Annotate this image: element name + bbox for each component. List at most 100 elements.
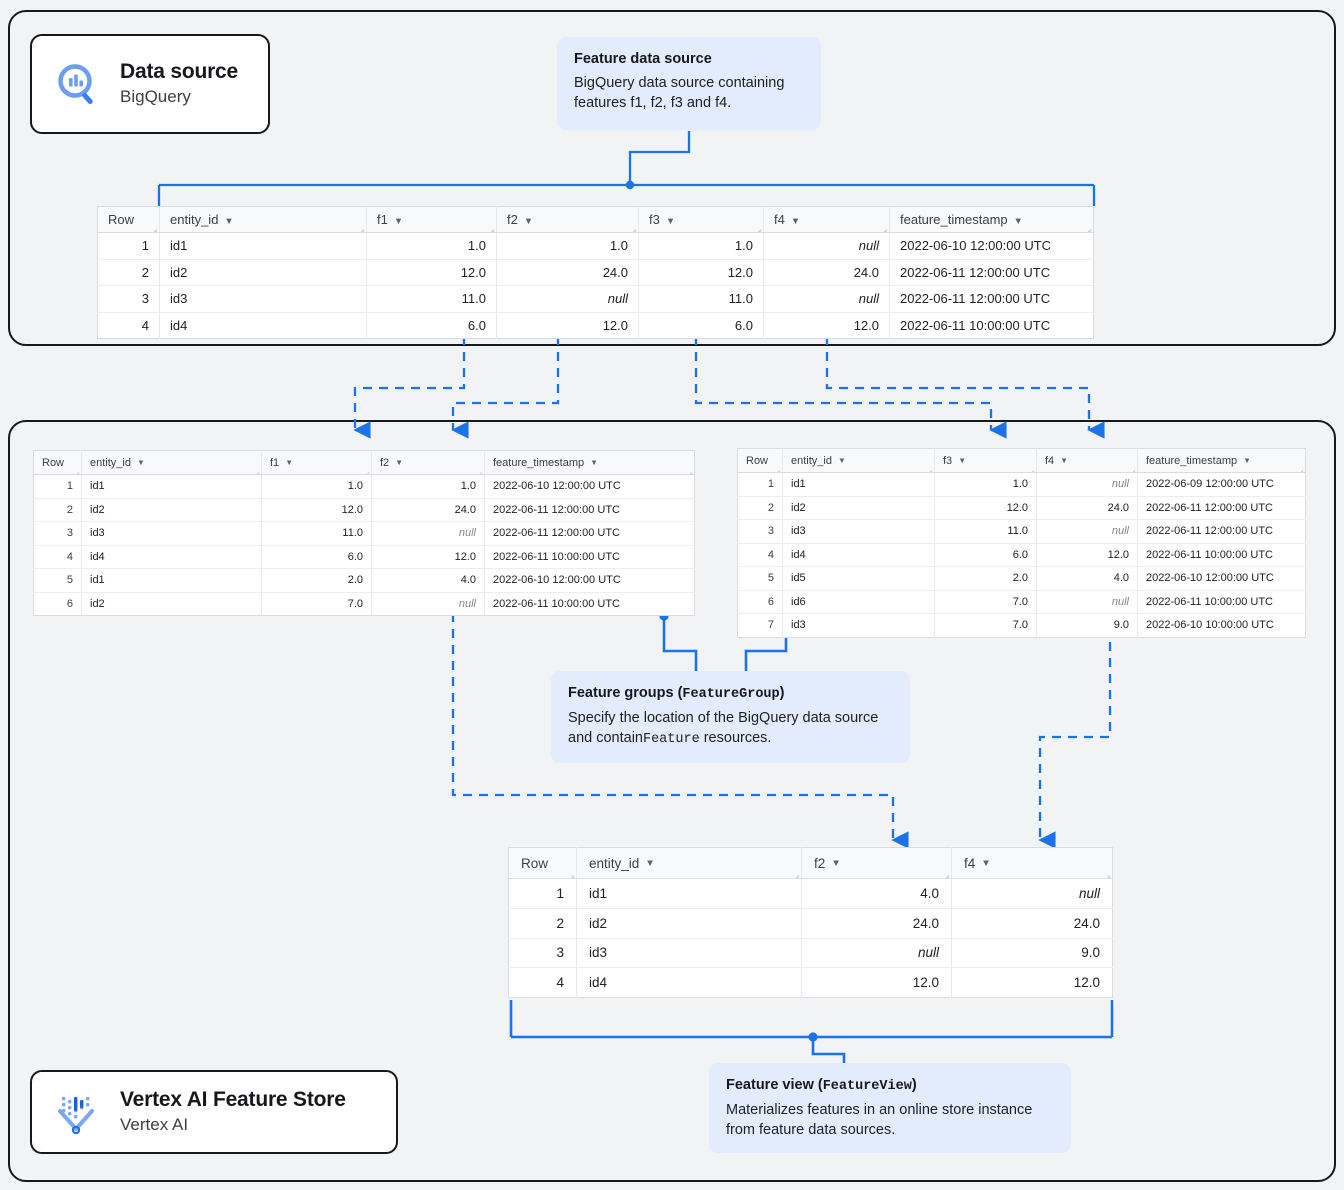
chevron-down-icon[interactable]: ▼ [136, 458, 145, 468]
chevron-down-icon[interactable]: ▼ [590, 458, 598, 468]
cell-value: 12.0 [763, 312, 890, 339]
column-header-label: entity_id [589, 855, 640, 871]
column-header-f2[interactable]: f2▼ [496, 206, 639, 233]
feature-groups-callout: Feature groups (FeatureGroup) Specify th… [551, 671, 910, 763]
chevron-down-icon[interactable]: ▼ [1013, 215, 1023, 226]
cell-value: 2022-06-11 10:00:00 UTC [900, 317, 1051, 333]
cell-value: 1.0 [638, 232, 764, 260]
column-resize-handle[interactable] [940, 868, 949, 877]
column-resize-handle[interactable] [772, 463, 780, 471]
column-header-row[interactable]: Row [97, 206, 160, 233]
column-header-f4[interactable]: f4 ▼ [763, 206, 890, 233]
cell-value: id1 [782, 472, 935, 497]
row-number: 2 [33, 498, 82, 522]
cell-value: 12.0 [496, 312, 639, 339]
column-header-f3[interactable]: f3 ▼ [934, 448, 1037, 473]
column-resize-handle[interactable] [684, 465, 692, 473]
column-resize-handle[interactable] [1127, 463, 1135, 471]
column-header-entity_id[interactable]: entity_id▼ [81, 450, 262, 475]
column-header-entity_id[interactable]: entity_id▼ [782, 448, 935, 473]
column-resize-handle[interactable] [355, 222, 364, 231]
column-resize-handle[interactable] [565, 868, 574, 877]
column-resize-handle[interactable] [251, 465, 259, 473]
column-resize-handle[interactable] [1101, 868, 1110, 877]
column-header-feature_timestamp[interactable]: feature_timestamp▼ [1137, 448, 1306, 473]
column-header-f4[interactable]: f4 ▼ [1036, 448, 1138, 473]
column-resize-handle[interactable] [790, 868, 799, 877]
row-number: 2 [737, 496, 783, 520]
cell-value: 2022-06-10 10:00:00 UTC [1146, 619, 1274, 632]
cell-value: 2022-06-10 12:00:00 UTC [484, 474, 695, 499]
cell-value: id2 [576, 908, 802, 939]
chevron-down-icon[interactable]: ▼ [958, 456, 967, 466]
cell-value: 6.0 [934, 543, 1037, 567]
column-header-f2[interactable]: f2▼ [371, 450, 485, 475]
chevron-down-icon[interactable]: ▼ [1060, 456, 1069, 466]
cell-value: 24.0 [1036, 496, 1138, 520]
column-header-row[interactable]: Row [737, 448, 783, 473]
cell-value: 1.0 [496, 232, 639, 260]
column-header-entity_id[interactable]: entity_id ▼ [576, 847, 802, 879]
column-resize-handle[interactable] [1295, 463, 1303, 471]
column-header-row[interactable]: Row [33, 450, 82, 475]
cell-value: id4 [576, 967, 802, 998]
column-header-f2[interactable]: f2▼ [801, 847, 952, 879]
chevron-down-icon[interactable]: ▼ [224, 215, 234, 226]
column-header-f1[interactable]: f1▼ [366, 206, 497, 233]
cell-value: 1.0 [934, 472, 1037, 497]
chevron-down-icon[interactable]: ▼ [665, 215, 676, 226]
cell-value: 4.0 [801, 878, 952, 909]
cell-value: id2 [782, 496, 935, 520]
column-resize-handle[interactable] [627, 222, 636, 231]
column-resize-handle[interactable] [474, 465, 482, 473]
row-number: 5 [737, 566, 783, 591]
callout-title-text: Feature view ( [726, 1077, 823, 1093]
column-resize-handle[interactable] [361, 465, 369, 473]
column-header-f1[interactable]: f1▼ [261, 450, 372, 475]
column-resize-handle[interactable] [485, 222, 494, 231]
cell-null: null [371, 592, 485, 616]
chevron-down-icon[interactable]: ▼ [523, 215, 534, 226]
chevron-down-icon[interactable]: ▼ [645, 858, 655, 870]
column-resize-handle[interactable] [878, 222, 887, 231]
row-number: 2 [97, 259, 160, 286]
cell-value: 12.0 [366, 259, 497, 286]
cell-value: id1 [81, 568, 262, 593]
column-resize-handle[interactable] [1026, 463, 1034, 471]
chevron-down-icon[interactable]: ▼ [981, 858, 991, 870]
column-resize-handle[interactable] [71, 465, 79, 473]
cell-value: 2022-06-10 12:00:00 UTC [484, 568, 695, 593]
row-number: 6 [33, 592, 82, 616]
column-header-label: f3 [943, 454, 953, 467]
chevron-down-icon[interactable]: ▼ [837, 456, 846, 466]
cell-null: null [763, 285, 890, 313]
column-header-feature_timestamp[interactable]: feature_timestamp▼ [889, 206, 1094, 233]
chevron-down-icon[interactable]: ▼ [285, 458, 294, 468]
column-resize-handle[interactable] [148, 222, 157, 231]
cell-value: id5 [782, 566, 935, 591]
chevron-down-icon[interactable]: ▼ [790, 215, 801, 226]
chevron-down-icon[interactable]: ▼ [831, 858, 841, 870]
column-header-f3[interactable]: f3▼ [638, 206, 764, 233]
cell-value: 2.0 [261, 568, 372, 593]
column-resize-handle[interactable] [1082, 222, 1091, 231]
chevron-down-icon[interactable]: ▼ [395, 458, 404, 468]
callout-body-code: Feature [642, 731, 700, 747]
column-header-row[interactable]: Row [508, 847, 577, 879]
chevron-down-icon[interactable]: ▼ [393, 215, 404, 226]
column-header-label: f4 [774, 212, 785, 227]
column-header-label: f4 [1045, 454, 1055, 467]
column-header-feature_timestamp[interactable]: feature_timestamp▼ [484, 450, 695, 475]
column-resize-handle[interactable] [752, 222, 761, 231]
column-resize-handle[interactable] [924, 463, 932, 471]
column-header-f4[interactable]: f4▼ [951, 847, 1113, 879]
chevron-down-icon[interactable]: ▼ [1243, 456, 1251, 466]
cell-value: 2022-06-11 10:00:00 UTC [493, 597, 620, 610]
column-header-entity_id[interactable]: entity_id▼ [159, 206, 367, 233]
